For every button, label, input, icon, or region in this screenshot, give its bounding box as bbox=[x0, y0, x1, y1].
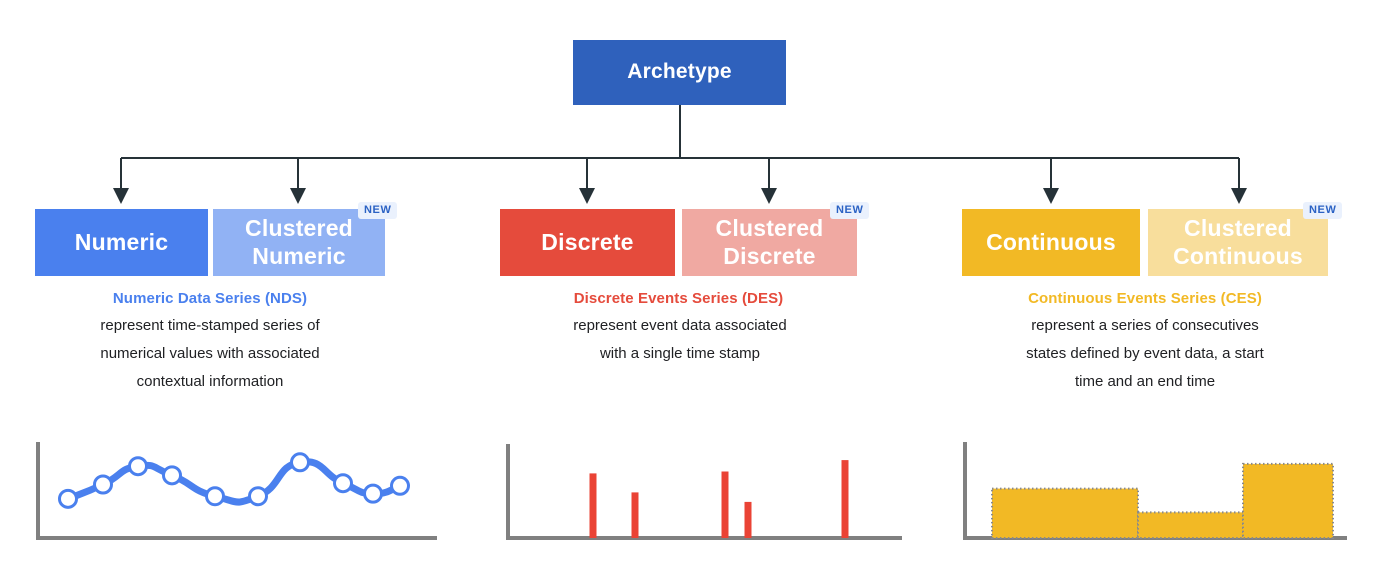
node-archetype[interactable]: Archetype bbox=[573, 40, 786, 105]
desc-line: represent a series of consecutives bbox=[1031, 317, 1259, 334]
chart-des bbox=[506, 444, 902, 540]
desc-line: represent time-stamped series of bbox=[100, 317, 320, 334]
ces-blocks bbox=[991, 462, 1334, 539]
ces-state-block bbox=[1242, 462, 1334, 539]
group-desc-numeric: represent time-stamped series of numeric… bbox=[20, 312, 400, 395]
node-discrete[interactable]: Discrete bbox=[500, 209, 675, 276]
nds-data-point bbox=[290, 452, 310, 473]
ces-state-block bbox=[991, 487, 1139, 539]
node-clustered-numeric[interactable]: Clustered Numeric bbox=[213, 209, 385, 276]
nds-line-path bbox=[64, 458, 404, 506]
desc-line: with a single time stamp bbox=[599, 344, 761, 362]
desc-line: time and an end time bbox=[1074, 372, 1216, 390]
node-clustered-continuous[interactable]: Clustered Continuous bbox=[1148, 209, 1328, 276]
des-event-bar bbox=[721, 471, 729, 538]
node-clustered-discrete[interactable]: Clustered Discrete bbox=[682, 209, 857, 276]
desc-line: states defined by event data, a start bbox=[1026, 344, 1264, 362]
des-bars bbox=[589, 460, 849, 538]
nds-markers bbox=[58, 452, 410, 509]
ces-state-block bbox=[1137, 511, 1244, 539]
nds-data-point bbox=[363, 483, 383, 504]
nds-data-point bbox=[93, 474, 113, 495]
desc-line: contextual information bbox=[136, 372, 284, 390]
nds-data-point bbox=[390, 475, 410, 496]
des-event-bar bbox=[631, 492, 639, 538]
new-badge-clustered-numeric: NEW bbox=[358, 202, 398, 219]
node-numeric[interactable]: Numeric bbox=[35, 209, 208, 276]
desc-line: numerical values with associated bbox=[100, 344, 320, 362]
des-event-bar bbox=[744, 501, 752, 538]
group-desc-discrete: represent event data associated with a s… bbox=[490, 312, 870, 368]
group-desc-continuous: represent a series of consecutives state… bbox=[950, 312, 1340, 395]
node-continuous[interactable]: Continuous bbox=[962, 209, 1140, 276]
new-badge-clustered-discrete: NEW bbox=[830, 202, 870, 219]
nds-data-point bbox=[58, 488, 78, 509]
nds-data-point bbox=[333, 473, 353, 494]
chart-nds bbox=[36, 442, 437, 540]
nds-data-point bbox=[205, 486, 225, 507]
chart-ces bbox=[963, 442, 1347, 540]
group-title-discrete: Discrete Events Series (DES) bbox=[573, 290, 784, 307]
group-title-continuous: Continuous Events Series (CES) bbox=[1028, 290, 1262, 307]
nds-data-point bbox=[162, 465, 182, 486]
arrowheads bbox=[113, 188, 1247, 204]
new-badge-clustered-continuous: NEW bbox=[1303, 202, 1343, 219]
nds-data-point bbox=[128, 456, 148, 477]
nds-data-point bbox=[248, 486, 268, 507]
des-event-bar bbox=[841, 460, 849, 538]
group-title-numeric: Numeric Data Series (NDS) bbox=[112, 290, 308, 307]
des-event-bar bbox=[589, 473, 597, 538]
desc-line: represent event data associated bbox=[573, 317, 787, 334]
